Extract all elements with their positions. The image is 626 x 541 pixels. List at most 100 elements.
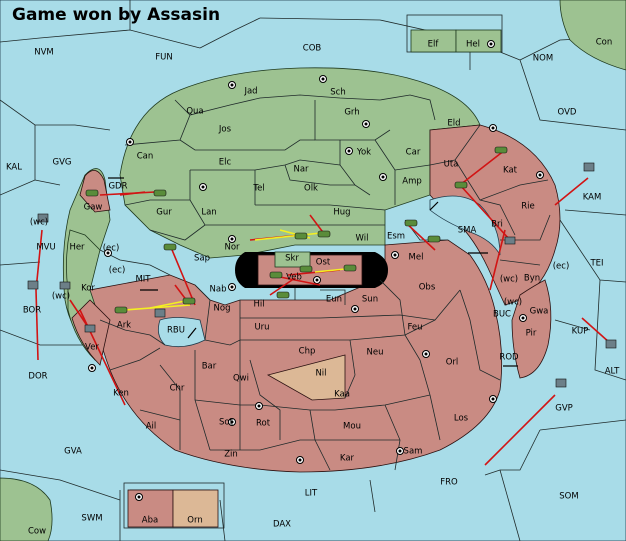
label-sam: Sam — [404, 447, 423, 457]
label-bor: BOR — [23, 306, 41, 316]
label-sma: SMA — [458, 226, 477, 236]
supply-centers — [88, 40, 544, 501]
label-som: SOM — [559, 492, 578, 502]
label-skr: Skr — [285, 254, 299, 264]
label-eld: Eld — [447, 119, 460, 129]
label-chr: Chr — [170, 384, 185, 394]
label-esm: Esm — [387, 232, 405, 242]
label-rie: Rie — [521, 202, 535, 212]
label-rod: ROD — [499, 353, 519, 363]
label-elc: Elc — [219, 158, 232, 168]
label-uru: Uru — [254, 323, 269, 333]
coast-labels: (wc) (ec) (ec) (wc) (ec) (wc) (wc) — [30, 218, 569, 308]
label-gdr: GDR — [108, 182, 127, 192]
label-gaw: Gaw — [84, 203, 103, 213]
label-gwa: Gwa — [530, 307, 549, 317]
label-feu: Feu — [407, 323, 422, 333]
label-qua: Qua — [186, 107, 203, 117]
province-pir[interactable] — [511, 279, 552, 379]
label-eun: Eun — [326, 295, 342, 305]
label-fun: FUN — [155, 53, 172, 63]
label-byn: Byn — [524, 274, 540, 284]
label-nvm: NVM — [34, 48, 54, 58]
label-kup: KUP — [572, 327, 589, 337]
label-ken: Ken — [113, 389, 129, 399]
label-car: Car — [406, 148, 421, 158]
label-ail: Ail — [146, 422, 157, 432]
label-aba: Aba — [142, 516, 158, 526]
label-ver: Ver — [85, 343, 99, 353]
inner-borders-south — [99, 249, 501, 471]
coast-ec-byn: (ec) — [553, 262, 570, 272]
coast-ec-kor: (ec) — [109, 266, 126, 276]
label-bri: Bri — [491, 220, 503, 230]
province-labels: NVM FUN COB NOM Con Elf Hel Jad Sch Qua … — [6, 38, 620, 537]
label-gva: GVA — [64, 447, 82, 457]
label-alt: ALT — [605, 367, 620, 377]
label-rbu: RBU — [167, 326, 185, 336]
label-jad: Jad — [243, 87, 257, 97]
label-los: Los — [454, 414, 469, 424]
province-orn[interactable] — [172, 489, 219, 528]
label-tei: TEI — [589, 259, 603, 269]
label-nab: Nab — [210, 285, 227, 295]
coast-ec-her: (ec) — [103, 244, 120, 254]
label-nom: NOM — [533, 54, 553, 64]
province-cow[interactable] — [0, 477, 53, 541]
label-nor: Nor — [224, 243, 240, 253]
label-sch: Sch — [330, 88, 345, 98]
label-qwi: Qwi — [233, 374, 249, 384]
label-jos: Jos — [218, 125, 232, 135]
label-swm: SWM — [81, 514, 102, 524]
region-east — [429, 124, 561, 306]
label-mel: Mel — [409, 253, 424, 263]
label-kal: KAL — [6, 163, 22, 173]
label-neu: Neu — [367, 348, 384, 358]
sea-rbu[interactable] — [157, 317, 206, 348]
label-tel: Tel — [252, 184, 264, 194]
label-gvg: GVG — [53, 158, 72, 168]
label-ovd: OVD — [558, 108, 577, 118]
label-bar: Bar — [202, 362, 217, 372]
label-pir: Pir — [526, 329, 537, 339]
label-orl: Orl — [446, 358, 459, 368]
label-dax: DAX — [273, 520, 291, 530]
label-gur: Gur — [156, 208, 172, 218]
label-buc: BUC — [493, 310, 511, 320]
label-cow: Cow — [28, 527, 46, 537]
label-fro: FRO — [440, 478, 458, 488]
label-nar: Nar — [293, 165, 309, 175]
label-dor: DOR — [28, 372, 47, 382]
coast-wc-gwa: (wc) — [504, 298, 522, 308]
label-yok: Yok — [356, 148, 371, 158]
label-hil: Hil — [253, 300, 264, 310]
label-kam: KAM — [583, 193, 602, 203]
province-skr[interactable] — [274, 251, 311, 268]
label-con: Con — [596, 38, 613, 48]
label-cob: COB — [303, 44, 322, 54]
label-orn: Orn — [187, 516, 202, 526]
province-con[interactable] — [559, 0, 626, 71]
sea-links — [108, 177, 518, 367]
label-obs: Obs — [419, 283, 436, 293]
label-mvu: MVU — [36, 243, 55, 253]
label-kat: Kat — [503, 166, 518, 176]
label-amp: Amp — [402, 177, 422, 187]
label-mit: MIT — [135, 275, 151, 285]
label-rot: Rot — [256, 419, 271, 429]
label-nog: Nog — [214, 304, 231, 314]
game-result-title: Game won by Assasin — [12, 5, 220, 25]
coast-wc-kor: (wc) — [52, 292, 70, 302]
label-lit: LIT — [305, 489, 318, 499]
label-sun: Sun — [362, 295, 378, 305]
label-lan: Lan — [201, 208, 216, 218]
label-hug: Hug — [333, 208, 350, 218]
label-elf: Elf — [428, 40, 440, 50]
inset-aba-orn — [123, 482, 225, 529]
label-grh: Grh — [344, 108, 359, 118]
label-uta: Uta — [444, 160, 459, 170]
label-sap: Sap — [194, 254, 210, 264]
label-zin: Zin — [224, 450, 238, 460]
label-olk: Olk — [304, 184, 318, 194]
